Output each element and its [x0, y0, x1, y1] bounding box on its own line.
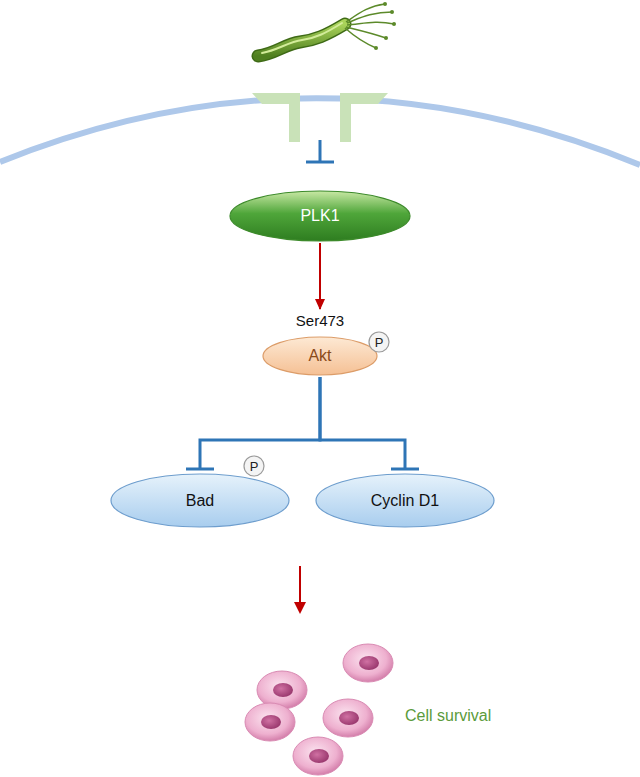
node-label: Bad — [186, 492, 214, 510]
phospho-mark: P — [243, 455, 265, 477]
inhibition-bar — [186, 468, 214, 471]
kinase-node: PLK1 — [229, 190, 411, 242]
h-pylori-bacterium — [258, 2, 396, 56]
inhibition-connector — [320, 377, 405, 469]
node-body: PLK1 — [229, 190, 411, 242]
cell-membrane — [0, 98, 640, 165]
activation-arrow — [294, 566, 306, 614]
phospho-label: P — [250, 459, 259, 474]
phospho-mark: P — [368, 331, 390, 353]
protein-node: Cyclin D1 — [315, 473, 495, 528]
activation-connector — [319, 243, 321, 309]
node-body: P — [368, 331, 390, 353]
node-body: Akt — [262, 336, 378, 376]
node-label: Akt — [308, 347, 331, 365]
cell-cluster — [245, 644, 393, 775]
node-label: PLK1 — [300, 207, 339, 225]
inhibition-connector — [200, 377, 320, 469]
outcome-label: Cell survival — [405, 707, 491, 725]
node-body: P — [243, 455, 265, 477]
inhibition-bar — [391, 468, 419, 471]
node-body: Bad — [110, 473, 290, 528]
phospho-label: P — [375, 335, 384, 350]
residue-label: Ser473 — [296, 312, 344, 330]
kinase-node: Ser473Akt — [262, 312, 378, 376]
protein-node: Bad — [110, 473, 290, 528]
inhibition-mark — [306, 140, 334, 162]
node-body: Cyclin D1 — [315, 473, 495, 528]
node-label: Cyclin D1 — [371, 492, 439, 510]
membrane-receptor — [252, 93, 388, 142]
